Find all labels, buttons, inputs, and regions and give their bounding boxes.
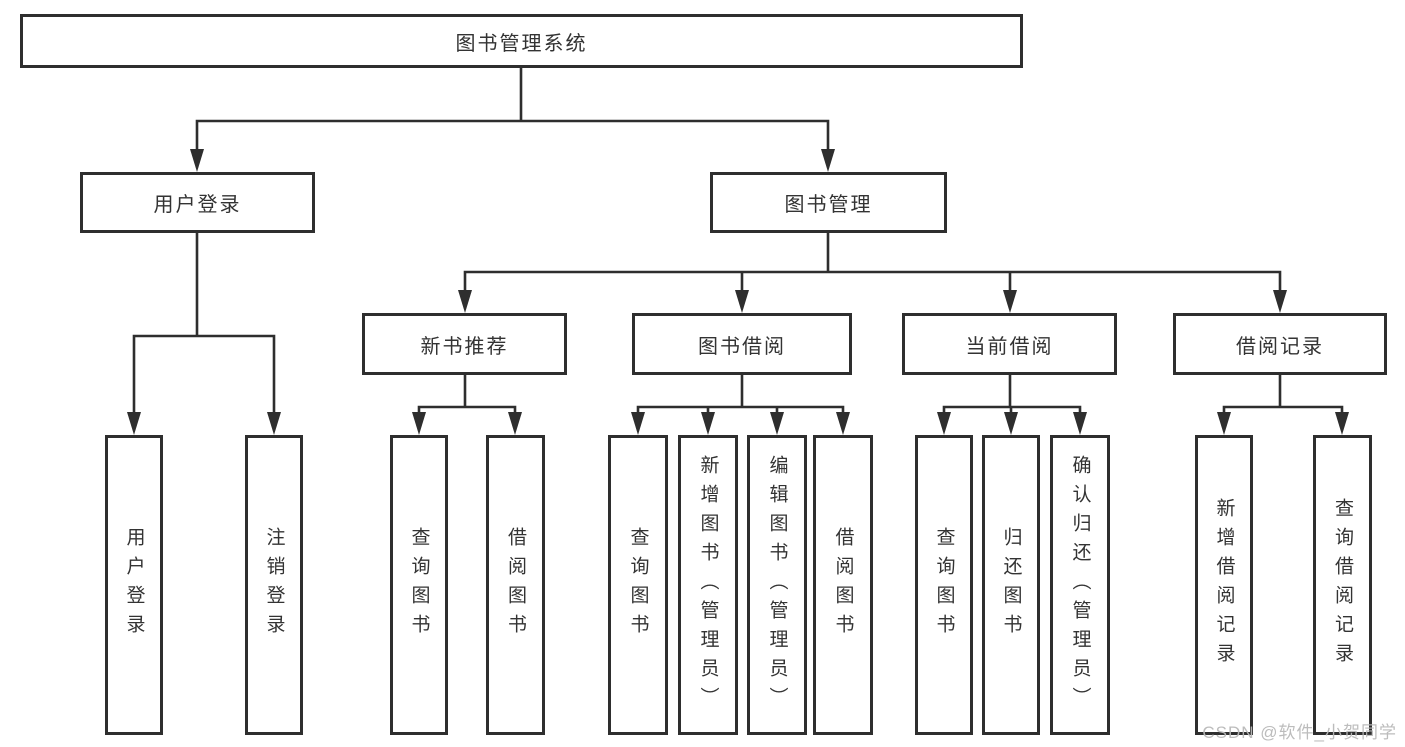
connector-paths [132, 68, 1344, 415]
node-current-borrow: 当前借阅 [902, 313, 1117, 375]
leaf-add-borrow-record: 新增借阅记录 [1195, 435, 1253, 735]
leaf-borrow-books-recommend: 借阅图书 [486, 435, 545, 735]
node-borrow-records: 借阅记录 [1173, 313, 1387, 375]
leaf-query-books-current: 查询图书 [915, 435, 973, 735]
node-book-borrow: 图书借阅 [632, 313, 852, 375]
leaf-edit-book-admin: 编辑图书（管理员） [747, 435, 807, 735]
node-book-management: 图书管理 [710, 172, 947, 233]
csdn-watermark: CSDN @软件_小贺同学 [1202, 723, 1397, 742]
leaf-return-book: 归还图书 [982, 435, 1040, 735]
leaf-borrow-books: 借阅图书 [813, 435, 873, 735]
leaf-confirm-return-admin: 确认归还（管理员） [1050, 435, 1110, 735]
node-new-book-recommend: 新书推荐 [362, 313, 567, 375]
leaf-logout: 注销登录 [245, 435, 303, 735]
leaf-query-books-borrow: 查询图书 [608, 435, 668, 735]
leaf-user-login: 用户登录 [105, 435, 163, 735]
leaf-query-books-recommend: 查询图书 [390, 435, 448, 735]
leaf-query-borrow-record: 查询借阅记录 [1313, 435, 1372, 735]
leaf-add-book-admin: 新增图书（管理员） [678, 435, 738, 735]
arrowheads [127, 149, 1349, 435]
node-root: 图书管理系统 [20, 14, 1023, 68]
node-user-login: 用户登录 [80, 172, 315, 233]
